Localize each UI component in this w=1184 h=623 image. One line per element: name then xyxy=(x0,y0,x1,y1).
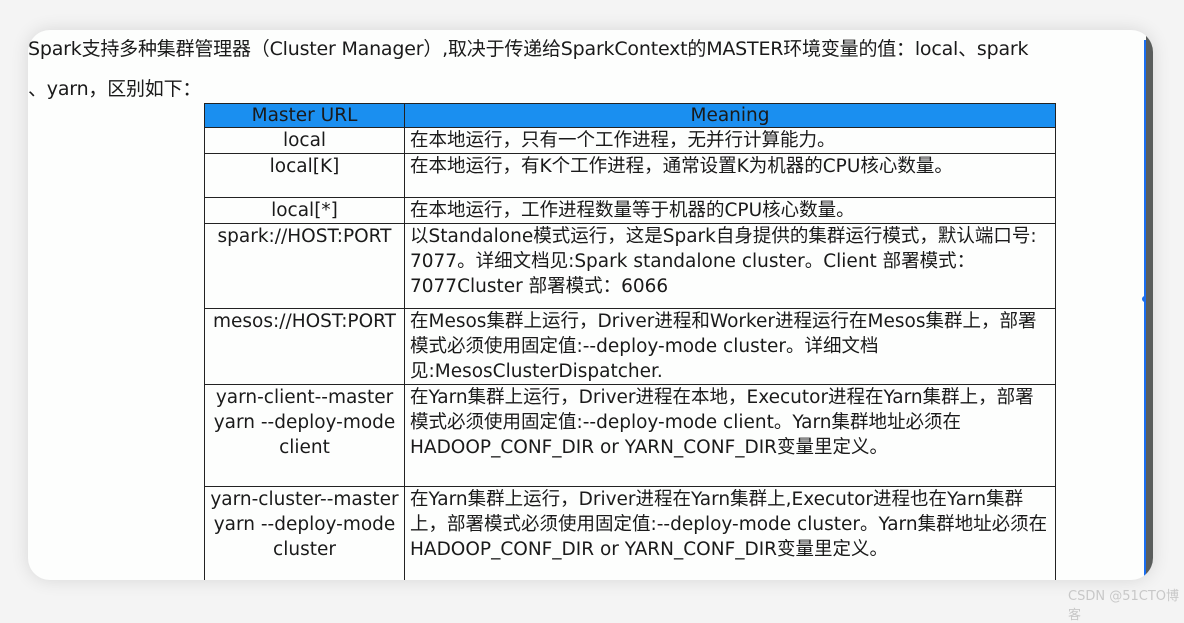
master-url-cell: spark://HOST:PORT xyxy=(204,223,405,309)
meaning-cell: 在本地运行，工作进程数量等于机器的CPU核心数量。 xyxy=(404,197,1056,224)
scrollbar[interactable] xyxy=(1146,30,1153,580)
table-row: yarn-cluster--master yarn --deploy-mode … xyxy=(204,486,1056,580)
master-url-cell: local xyxy=(204,127,405,154)
header-meaning: Meaning xyxy=(404,103,1056,128)
master-url-cell: local[*] xyxy=(204,197,405,224)
master-url-cell: mesos://HOST:PORT xyxy=(204,308,405,385)
meaning-cell: 在Yarn集群上运行，Driver进程在Yarn集群上,Executor进程也在… xyxy=(404,486,1056,580)
intro-line-1: Spark支持多种集群管理器（Cluster Manager）,取决于传递给Sp… xyxy=(28,38,1029,60)
master-url-cell: yarn-cluster--master yarn --deploy-mode … xyxy=(204,486,405,580)
table-row: yarn-client--master yarn --deploy-mode c… xyxy=(204,384,1056,487)
meaning-cell: 在Mesos集群上运行，Driver进程和Worker进程运行在Mesos集群上… xyxy=(404,308,1056,385)
resize-handle[interactable] xyxy=(1142,296,1148,302)
meaning-cell: 在本地运行，只有一个工作进程，无并行计算能力。 xyxy=(404,127,1056,154)
meaning-cell: 在Yarn集群上运行，Driver进程在本地，Executor进程在Yarn集群… xyxy=(404,384,1056,487)
table-row: local[*]在本地运行，工作进程数量等于机器的CPU核心数量。 xyxy=(204,197,1056,224)
meaning-cell: 在本地运行，有K个工作进程，通常设置K为机器的CPU核心数量。 xyxy=(404,153,1056,198)
watermark: CSDN @51CTO博客 xyxy=(1068,589,1179,623)
master-url-cell: local[K] xyxy=(204,153,405,198)
selection-line xyxy=(1144,40,1146,580)
table-row: local[K]在本地运行，有K个工作进程，通常设置K为机器的CPU核心数量。 xyxy=(204,153,1056,198)
document-card: Spark支持多种集群管理器（Cluster Manager）,取决于传递给Sp… xyxy=(28,30,1153,580)
intro-line-2: 、yarn，区别如下： xyxy=(28,78,202,100)
meaning-cell: 以Standalone模式运行，这是Spark自身提供的集群运行模式，默认端口号… xyxy=(404,223,1056,309)
header-master-url: Master URL xyxy=(204,103,405,128)
master-url-cell: yarn-client--master yarn --deploy-mode c… xyxy=(204,384,405,487)
